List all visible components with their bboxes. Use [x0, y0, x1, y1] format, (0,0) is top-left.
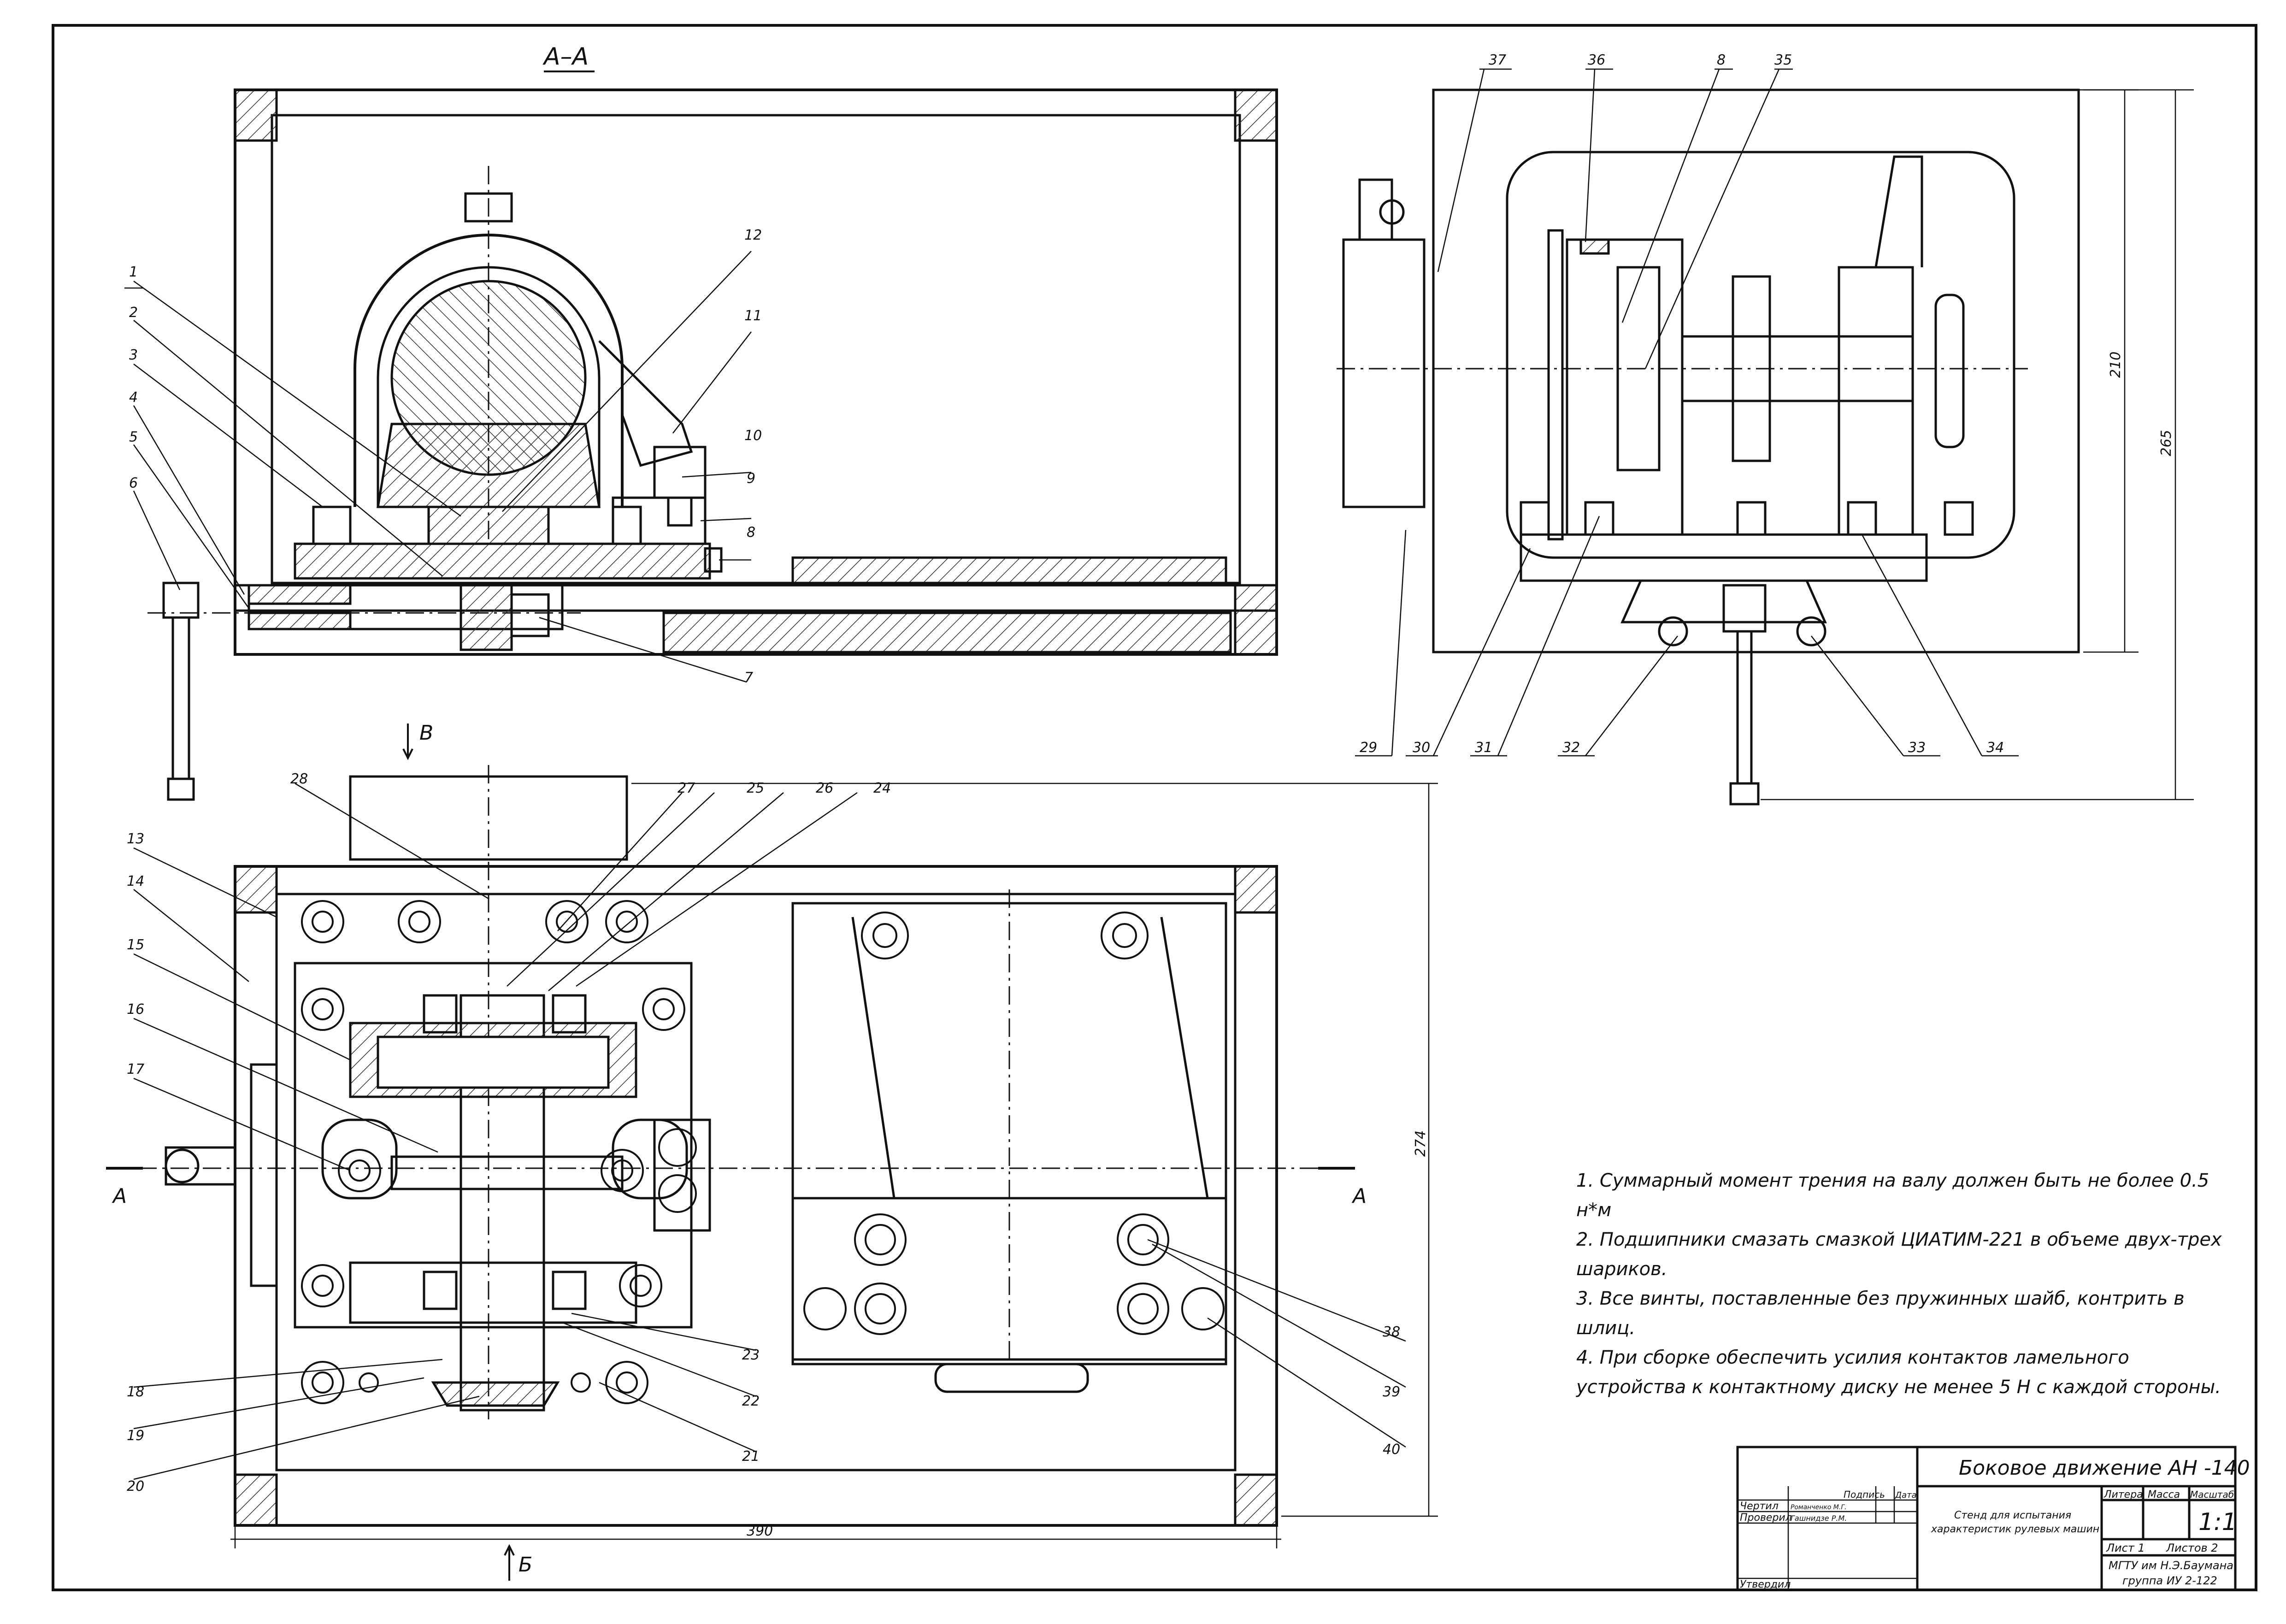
callout-33: 33 [1908, 740, 1926, 756]
drawn-by: Романченко М.Г. [1791, 1504, 1847, 1511]
callout-19: 19 [127, 1428, 144, 1444]
section-a-a-callout-numbers: 1 2 3 4 5 6 7 8 9 10 11 12 [129, 227, 762, 686]
side-view-dimensions [1761, 89, 2194, 800]
row-checked-label: Проверил [1740, 1512, 1792, 1524]
callout-24: 24 [873, 780, 891, 796]
callout-17: 17 [127, 1061, 144, 1077]
outer-frame [52, 24, 2257, 1591]
col-sign: Подпись [1844, 1489, 1885, 1500]
plan-view-dimensions [230, 783, 1438, 1548]
col-mass: Масса [2148, 1489, 2180, 1500]
section-mark-left: А [112, 1184, 127, 1208]
side-view-callouts [1355, 68, 2019, 757]
plan-view-callouts [133, 783, 1406, 1480]
plan-view-callout-numbers: 13 14 15 16 17 18 19 20 21 22 23 24 25 2… [127, 771, 1400, 1495]
callout-7: 7 [744, 670, 753, 686]
callout-13: 13 [127, 831, 144, 847]
side-view-dimension-labels: 210 265 [2108, 352, 2174, 456]
col-date: Дата [1895, 1490, 1917, 1500]
sheets-count: Листов 2 [2166, 1542, 2218, 1554]
callout-26: 26 [816, 780, 833, 796]
callout-18: 18 [127, 1384, 144, 1400]
callout-32: 32 [1562, 740, 1580, 756]
drawing-subtitle-2: характеристик рулевых машин [1931, 1524, 2099, 1535]
drawing-title: Боковое движение АН -140 [1959, 1456, 2250, 1480]
view-label-b-bottom: Б [518, 1553, 532, 1577]
note-3: 3. Все винты, поставленные без пружинных… [1576, 1288, 2185, 1339]
section-a-a-callouts [124, 251, 752, 683]
note-2: 2. Подшипники смазать смазкой ЦИАТИМ-221… [1576, 1229, 2222, 1280]
plan-view-dimension-labels: 390 274 [747, 1130, 1429, 1539]
callout-38: 38 [1383, 1324, 1400, 1340]
title-block-text: Боковое движение АН -140 Стенд для испыт… [1740, 1456, 2250, 1590]
scale-value: 1:1 [2198, 1508, 2237, 1536]
callout-39: 39 [1383, 1384, 1400, 1400]
callout-22: 22 [742, 1393, 760, 1409]
callout-31: 31 [1475, 740, 1492, 756]
callout-12: 12 [744, 227, 762, 243]
callout-35: 35 [1774, 52, 1792, 68]
callout-37: 37 [1489, 52, 1506, 68]
callout-29: 29 [1360, 740, 1377, 756]
callout-23: 23 [742, 1347, 760, 1363]
callout-8b: 8 [1717, 52, 1726, 68]
view-label-b-top: В [419, 721, 433, 745]
callout-2: 2 [129, 305, 138, 321]
section-label: A–A [542, 43, 589, 71]
callout-4: 4 [129, 389, 138, 406]
col-litera: Литера [2103, 1489, 2143, 1500]
callout-9: 9 [747, 471, 755, 487]
callout-34: 34 [1986, 740, 2004, 756]
callout-16: 16 [127, 1001, 144, 1018]
callout-15: 15 [127, 937, 144, 953]
callout-5: 5 [129, 429, 138, 445]
side-view-callout-numbers: 37 36 8 35 29 30 31 32 33 34 [1360, 52, 2004, 756]
dim-274: 274 [1413, 1130, 1429, 1157]
org-group: группа ИУ 2-122 [2122, 1574, 2217, 1587]
callout-3: 3 [129, 347, 138, 363]
plan-view-bolts [301, 900, 1225, 1404]
callout-10: 10 [744, 428, 762, 444]
checked-by: Гашнидзе Р.М. [1791, 1514, 1847, 1523]
callout-11: 11 [744, 308, 762, 324]
dim-265: 265 [2158, 430, 2174, 456]
callout-28: 28 [290, 771, 308, 787]
note-1: 1. Суммарный момент трения на валу долже… [1576, 1170, 2209, 1221]
callout-21: 21 [742, 1448, 760, 1465]
row-drawn-label: Чертил [1740, 1500, 1779, 1512]
callout-8: 8 [747, 524, 755, 541]
title-block [1736, 1446, 2237, 1591]
callout-40: 40 [1383, 1442, 1400, 1458]
callout-36: 36 [1588, 52, 1605, 68]
section-a-a-view: A–A [147, 43, 1278, 801]
callout-6: 6 [129, 475, 138, 491]
org-name: МГТУ им Н.Э.Баумана [2109, 1559, 2233, 1572]
callout-14: 14 [127, 873, 144, 889]
drawing-subtitle-1: Стенд для испытания [1954, 1510, 2071, 1521]
technical-notes: 1. Суммарный момент трения на валу долже… [1576, 1166, 2231, 1402]
row-approved-label: Утвердил [1740, 1579, 1791, 1590]
side-view [1337, 88, 2080, 806]
dim-390: 390 [747, 1523, 773, 1539]
section-mark-right: А [1351, 1184, 1367, 1208]
callout-25: 25 [747, 780, 764, 796]
note-4: 4. При сборке обеспечить усилия контакто… [1576, 1347, 2221, 1398]
callout-30: 30 [1413, 740, 1430, 756]
callout-27: 27 [678, 780, 695, 796]
callout-1: 1 [129, 264, 138, 280]
sheet-number: Лист 1 [2106, 1542, 2145, 1554]
col-scale: Масштаб [2190, 1489, 2234, 1500]
dim-210: 210 [2108, 352, 2124, 378]
plan-view: В Б А [106, 721, 1367, 1581]
callout-20: 20 [127, 1478, 144, 1495]
